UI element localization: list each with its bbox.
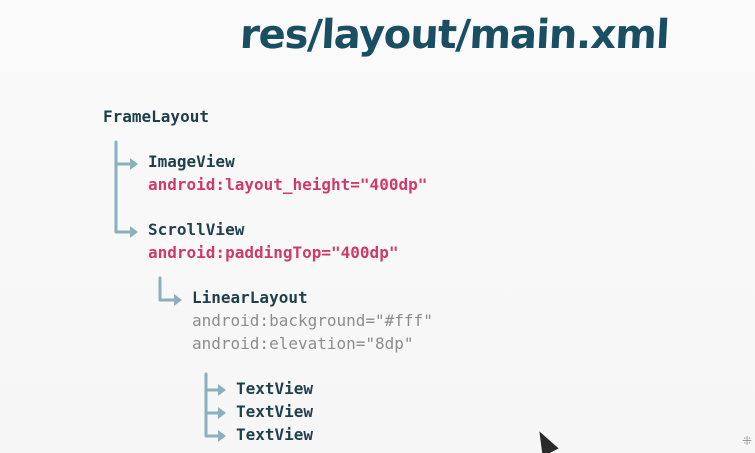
arrowhead-imageview (130, 158, 138, 170)
arrowhead-scrollview (130, 226, 138, 238)
node-framelayout: FrameLayout (103, 107, 209, 126)
arrow-linear-to-textview-1 (204, 372, 222, 392)
node-textview-1: TextView (236, 379, 314, 398)
node-scrollview: ScrollView (148, 220, 245, 239)
arrow-scroll-to-linearlayout (158, 276, 178, 302)
arrow-linear-to-textview-3 (204, 411, 222, 438)
attr-scrollview-padding-top: android:paddingTop="400dp" (148, 243, 399, 262)
attr-imageview-layout-height: android:layout_height="400dp" (148, 175, 428, 194)
node-textview-3: TextView (236, 425, 314, 444)
attr-linearlayout-background: android:background="#fff" (192, 311, 433, 330)
arrowhead-textview-2 (218, 407, 226, 419)
node-linearlayout: LinearLayout (192, 288, 308, 307)
arrow-frame-to-imageview (114, 140, 134, 166)
arrowhead-linearlayout (174, 294, 182, 306)
arrow-linear-to-textview-2 (204, 388, 222, 415)
arrowhead-textview-1 (218, 384, 226, 396)
node-imageview: ImageView (148, 152, 235, 171)
arrowhead-textview-3 (218, 430, 226, 442)
arrow-frame-to-scrollview (114, 162, 134, 234)
resize-handle-icon: ⁜ (742, 434, 753, 448)
attr-linearlayout-elevation: android:elevation="8dp" (192, 334, 414, 353)
node-textview-2: TextView (236, 402, 314, 421)
